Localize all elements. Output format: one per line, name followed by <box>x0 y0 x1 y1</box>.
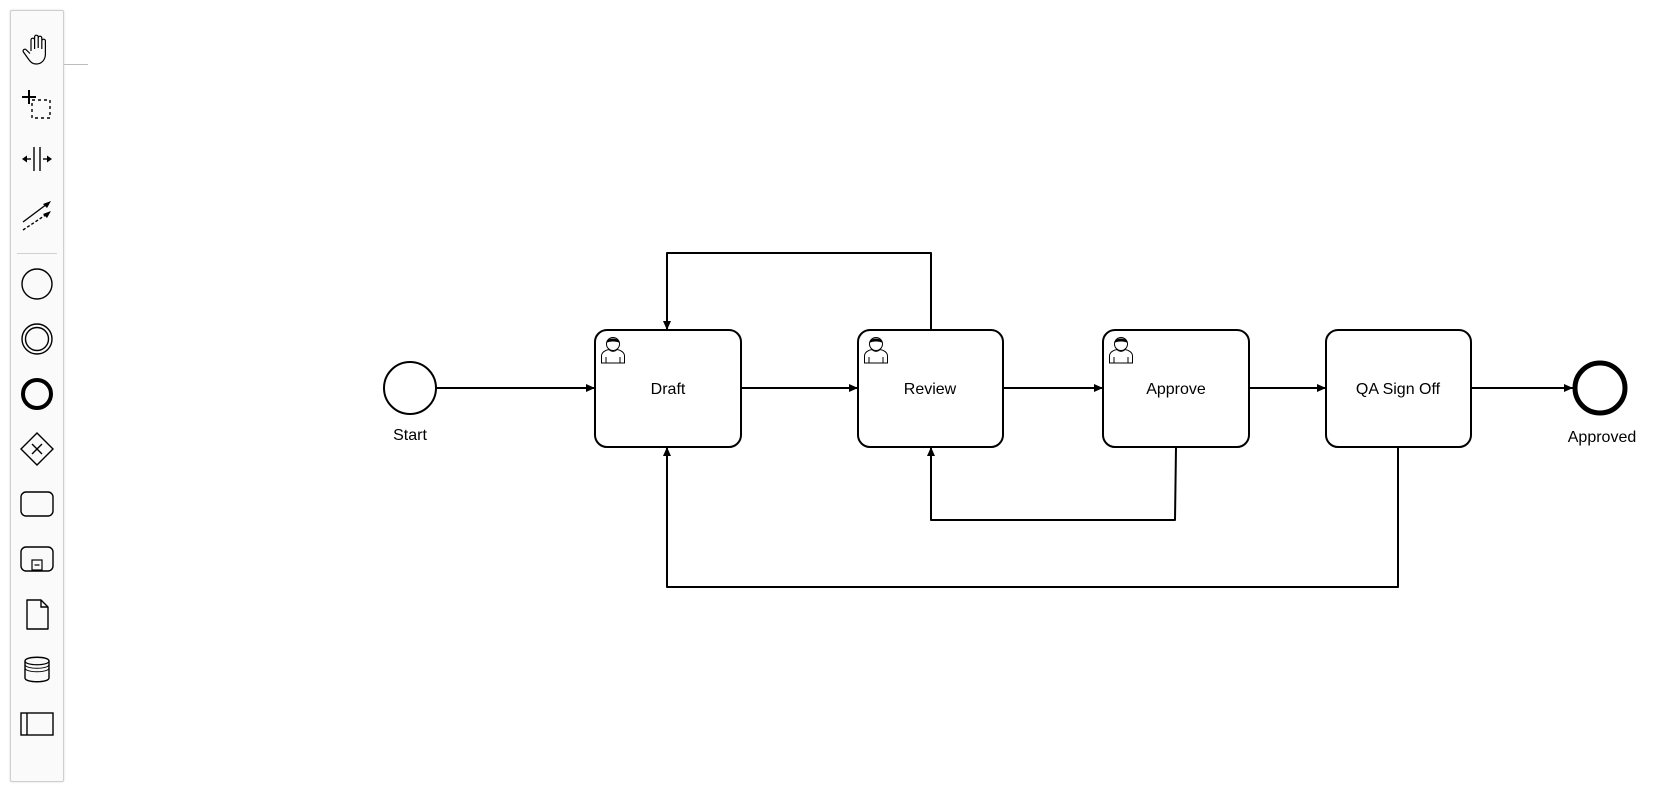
user-icon <box>601 337 625 364</box>
hand-tool[interactable] <box>14 26 60 72</box>
create-intermediate-event[interactable] <box>14 316 60 362</box>
task-review[interactable]: Review <box>857 329 1004 448</box>
task-label: Draft <box>651 381 686 398</box>
lasso-tool[interactable] <box>14 81 60 127</box>
palette-separator <box>17 253 57 254</box>
end-event[interactable]: Approved <box>1568 360 1637 446</box>
create-start-event[interactable] <box>14 261 60 307</box>
create-data-store[interactable] <box>14 646 60 692</box>
flow-approve-to-review[interactable] <box>927 446 1177 521</box>
tool-palette <box>10 10 64 782</box>
subprocess-icon <box>20 546 54 572</box>
space-icon <box>22 147 52 171</box>
end-event-label: Approved <box>1568 429 1637 446</box>
data-object-icon <box>26 599 49 630</box>
hand-icon <box>22 34 46 65</box>
flow-review-to-draft[interactable] <box>663 252 932 330</box>
canvas-edge-marker <box>64 64 88 65</box>
task-icon <box>20 491 54 517</box>
task-approve[interactable]: Approve <box>1102 329 1250 448</box>
start-event[interactable]: Start <box>383 361 437 444</box>
task-label: Review <box>904 381 957 398</box>
flow-qa-to-draft[interactable] <box>663 447 1399 588</box>
space-tool[interactable] <box>14 136 60 182</box>
end-event-icon <box>21 378 53 410</box>
user-icon <box>1109 337 1133 364</box>
start-event-icon <box>21 268 53 300</box>
create-exclusive-gateway[interactable] <box>14 426 60 472</box>
create-subprocess[interactable] <box>14 536 60 582</box>
create-data-object[interactable] <box>14 591 60 637</box>
start-event-label: Start <box>393 427 427 444</box>
user-icon <box>864 337 888 364</box>
sequence-flows <box>436 252 1573 588</box>
create-task[interactable] <box>14 481 60 527</box>
create-end-event[interactable] <box>14 371 60 417</box>
task-qa-sign-off[interactable]: QA Sign Off <box>1325 329 1472 448</box>
task-label: Approve <box>1146 381 1206 398</box>
lasso-icon <box>22 90 51 119</box>
task-draft[interactable]: Draft <box>594 329 742 448</box>
pool-icon <box>20 712 54 736</box>
exclusive-gateway-icon <box>20 432 54 466</box>
create-pool[interactable] <box>14 701 60 747</box>
task-label: QA Sign Off <box>1356 381 1441 398</box>
global-connect-tool[interactable] <box>14 191 60 237</box>
data-store-icon <box>24 656 50 683</box>
intermediate-event-icon <box>21 323 53 355</box>
connect-icon <box>22 201 51 231</box>
